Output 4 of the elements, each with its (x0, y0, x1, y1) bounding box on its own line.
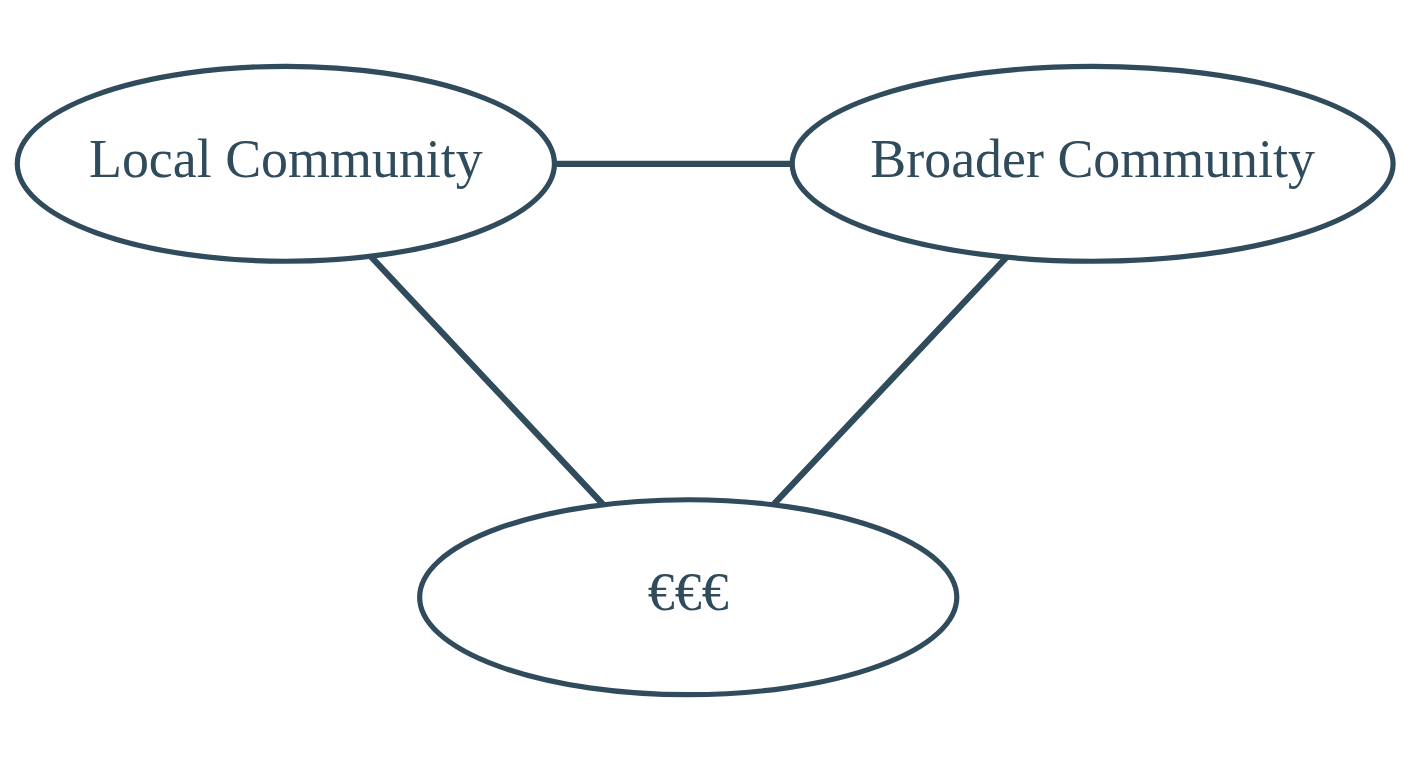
node-ellipse: Broader Community (789, 63, 1396, 264)
connector (554, 160, 793, 167)
node-ellipse: €€€ (417, 496, 960, 697)
node-ellipse: Local Community (14, 63, 558, 264)
